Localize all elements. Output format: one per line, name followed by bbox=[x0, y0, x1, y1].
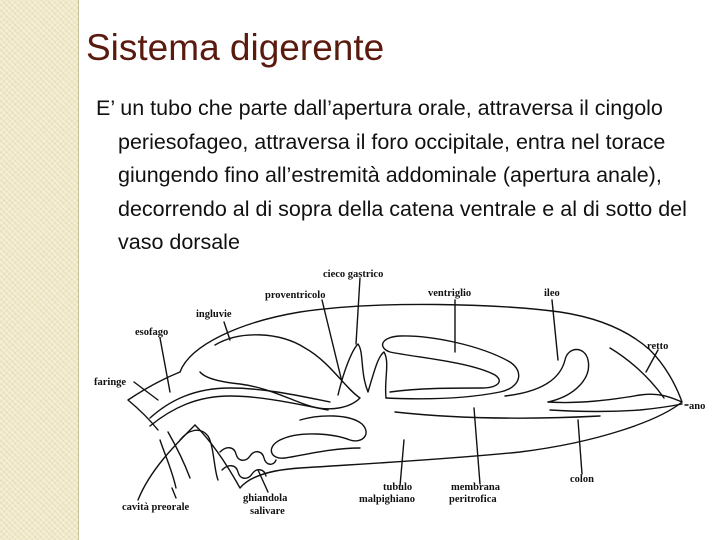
hindgut-upper bbox=[547, 393, 683, 404]
midgut-outer bbox=[381, 335, 520, 400]
head-outline bbox=[127, 371, 196, 501]
salivary-duct bbox=[179, 429, 219, 481]
label-ghiandola-line1: ghiandola bbox=[243, 493, 288, 504]
leader-colon bbox=[577, 419, 583, 475]
leader-faringe bbox=[133, 381, 159, 401]
label-membrana-line1: membrana bbox=[451, 482, 501, 493]
leader-retto bbox=[645, 349, 659, 373]
label-proventricolo: proventricolo bbox=[265, 290, 325, 301]
leader-membrana bbox=[473, 407, 481, 485]
esophagus-lower bbox=[149, 395, 329, 427]
crop-outline bbox=[199, 334, 361, 410]
preoral-cavity bbox=[159, 431, 191, 489]
label-ghiandola-line2: salivare bbox=[250, 506, 285, 517]
label-tubulo-line2: malpighiano bbox=[359, 494, 415, 505]
leader-esofago bbox=[159, 337, 171, 393]
leader-ileo bbox=[551, 299, 559, 361]
leader-tubulo bbox=[399, 439, 405, 487]
decorative-side-band bbox=[0, 0, 78, 540]
label-colon: colon bbox=[570, 474, 594, 485]
esophagus-upper bbox=[149, 387, 331, 419]
label-cieco-gastrico: cieco gastrico bbox=[323, 269, 383, 280]
label-tubulo-line1: tubulo bbox=[383, 482, 412, 493]
leader-cavita bbox=[171, 487, 177, 499]
label-ingluvie: ingluvie bbox=[196, 309, 232, 320]
leader-ghiandola bbox=[257, 469, 269, 493]
ileum-loop bbox=[504, 348, 590, 403]
side-band-border bbox=[78, 0, 79, 540]
label-faringe: faringe bbox=[94, 377, 126, 388]
leader-cieco-gastrico bbox=[355, 277, 361, 345]
body-outline bbox=[179, 303, 683, 489]
leader-ingluvie bbox=[223, 321, 231, 341]
slide-title: Sistema digerente bbox=[86, 27, 385, 68]
label-ano: ano bbox=[689, 401, 705, 412]
malpighian-tubule bbox=[270, 415, 367, 459]
hindgut-lower bbox=[549, 403, 683, 413]
label-cavita-preorale: cavità preorale bbox=[122, 502, 189, 513]
label-retto: retto bbox=[647, 341, 668, 352]
gastric-caecum bbox=[337, 343, 388, 399]
label-esofago: esofago bbox=[135, 327, 168, 338]
label-membrana-line2: peritrofica bbox=[449, 494, 497, 505]
body-paragraph: E’ un tubo che parte dall’apertura orale… bbox=[96, 96, 687, 254]
leader-proventricolo bbox=[321, 299, 343, 383]
colon-line bbox=[394, 411, 601, 419]
salivary-gland bbox=[219, 447, 277, 479]
slide-body: E’ un tubo che parte dall’apertura orale… bbox=[96, 92, 706, 260]
label-ileo: ileo bbox=[544, 288, 560, 299]
rectum-curve bbox=[609, 347, 665, 399]
label-ventriglio: ventriglio bbox=[428, 288, 471, 299]
